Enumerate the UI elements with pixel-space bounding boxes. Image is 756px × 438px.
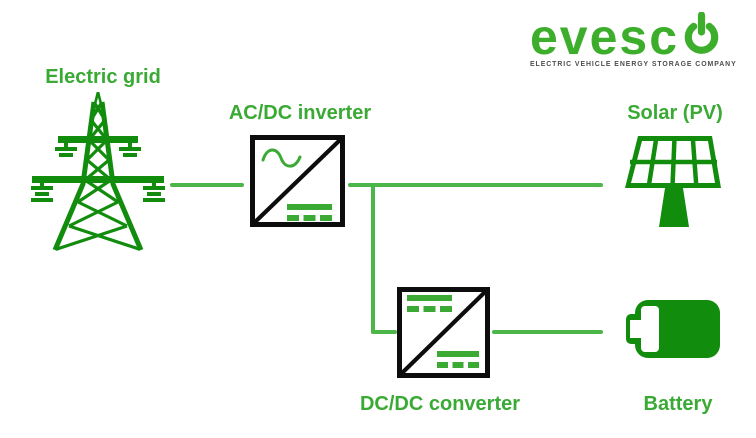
evesco-wordmark-text: evesc [530, 9, 680, 65]
dc-symbol-output [437, 351, 479, 368]
dc-symbol-input [407, 295, 452, 312]
power-icon [684, 12, 719, 54]
battery-icon [626, 300, 720, 358]
connection-branch-vertical [371, 183, 375, 334]
solar-panel-icon [625, 136, 721, 227]
acdc-inverter-label: AC/DC inverter [228, 102, 372, 124]
ac-sine-symbol [261, 148, 302, 168]
electric-grid-label: Electric grid [45, 66, 161, 88]
evesco-logo: evesc ELECTRIC VEHICLE ENERGY STORAGE CO… [530, 9, 737, 68]
dcdc-converter-label: DC/DC converter [359, 393, 521, 415]
dcdc-converter-box-icon [397, 287, 490, 378]
connection-converter-to-battery [492, 330, 603, 334]
evesco-tagline: ELECTRIC VEHICLE ENERGY STORAGE COMPANY [530, 61, 737, 68]
evesco-wordmark: evesc [530, 9, 732, 65]
connection-grid-to-inverter [170, 183, 244, 187]
connection-branch-to-converter [371, 330, 397, 334]
solar-pv-label: Solar (PV) [627, 102, 723, 124]
battery-label: Battery [643, 393, 713, 415]
dc-symbol [287, 204, 332, 221]
transmission-tower-icon [31, 92, 165, 251]
acdc-inverter-box-icon [250, 135, 345, 227]
connection-inverter-to-solar [348, 183, 603, 187]
